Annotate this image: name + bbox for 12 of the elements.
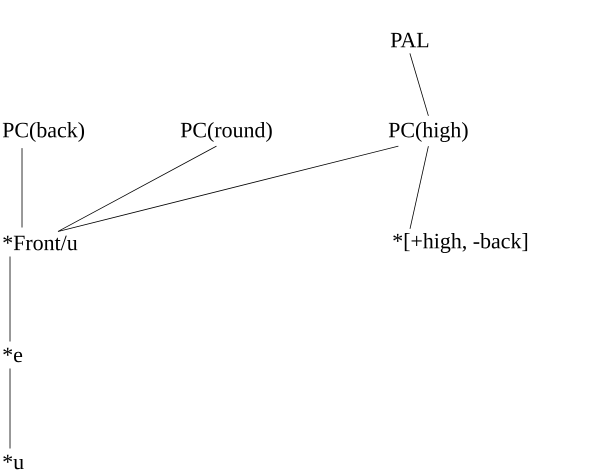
connector-line bbox=[410, 53, 429, 116]
connector-line bbox=[58, 146, 399, 232]
connector-line bbox=[410, 146, 429, 230]
node-label: PAL bbox=[390, 32, 428, 48]
node-label: *Front/u bbox=[3, 236, 78, 250]
node-label: *e bbox=[3, 348, 22, 362]
node-label: PC(round) bbox=[180, 122, 272, 142]
node-label: *[+high, -back] bbox=[393, 233, 528, 253]
connector-line bbox=[58, 146, 217, 232]
node-label: PC(back) bbox=[2, 122, 84, 142]
node-label: *u bbox=[3, 454, 24, 470]
node-label: PC(high) bbox=[388, 122, 468, 142]
